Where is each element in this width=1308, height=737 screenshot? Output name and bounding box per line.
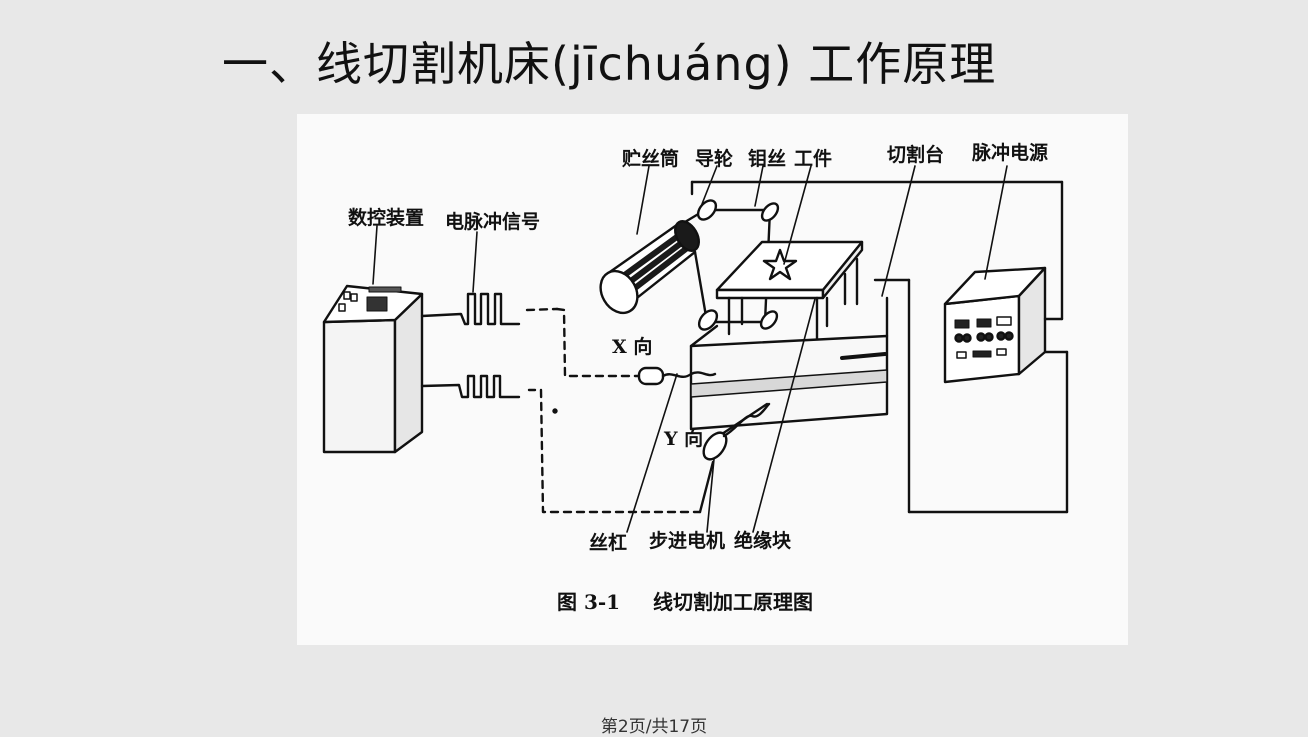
label-cnc-device: 数控装置 [348, 207, 425, 229]
label-molybdenum-wire: 钼丝 [748, 148, 787, 170]
label-cutting-table: 切割台 [887, 144, 945, 166]
label-x-direction: X 向 [612, 336, 653, 358]
label-guide-wheel: 导轮 [695, 148, 734, 170]
pulse-power-supply [873, 266, 1069, 514]
wire-drum [599, 220, 700, 315]
pulse-signal-upper [420, 292, 644, 378]
label-wire-drum: 贮丝筒 [622, 148, 680, 170]
cutting-table [689, 296, 889, 431]
pulse-signal-lower [420, 374, 715, 514]
label-pulse-power: 脉冲电源 [972, 142, 1049, 164]
x-stepper-motor [637, 366, 717, 386]
guide-wheels-and-wire [683, 180, 1064, 331]
caption-text: 线切割加工原理图 [653, 590, 813, 614]
page-indicator: 第2页/共17页 [600, 717, 708, 737]
workpiece-plate [715, 240, 864, 341]
y-stepper-motor [702, 402, 771, 461]
slide-title: 一、线切割机床(jīchuáng) 工作原理 [222, 37, 997, 91]
label-insulation-block: 绝缘块 [734, 530, 792, 552]
label-stepper-motor: 步进电机 [649, 530, 726, 552]
cnc-cabinet [322, 284, 424, 454]
figure-panel: 贮丝筒 导轮 钼丝 工件 切割台 脉冲电源 数控装置 电脉冲信号 X 向 Y 向… [297, 114, 1128, 645]
label-pulse-signal: 电脉冲信号 [445, 211, 541, 233]
wire-cutting-diagram [322, 165, 1069, 533]
leader-lines [372, 165, 1008, 533]
caption-number: 图 3-1 [557, 590, 621, 614]
label-workpiece: 工件 [794, 148, 833, 170]
label-y-direction: Y 向 [664, 428, 704, 450]
label-lead-screw: 丝杠 [589, 532, 628, 554]
